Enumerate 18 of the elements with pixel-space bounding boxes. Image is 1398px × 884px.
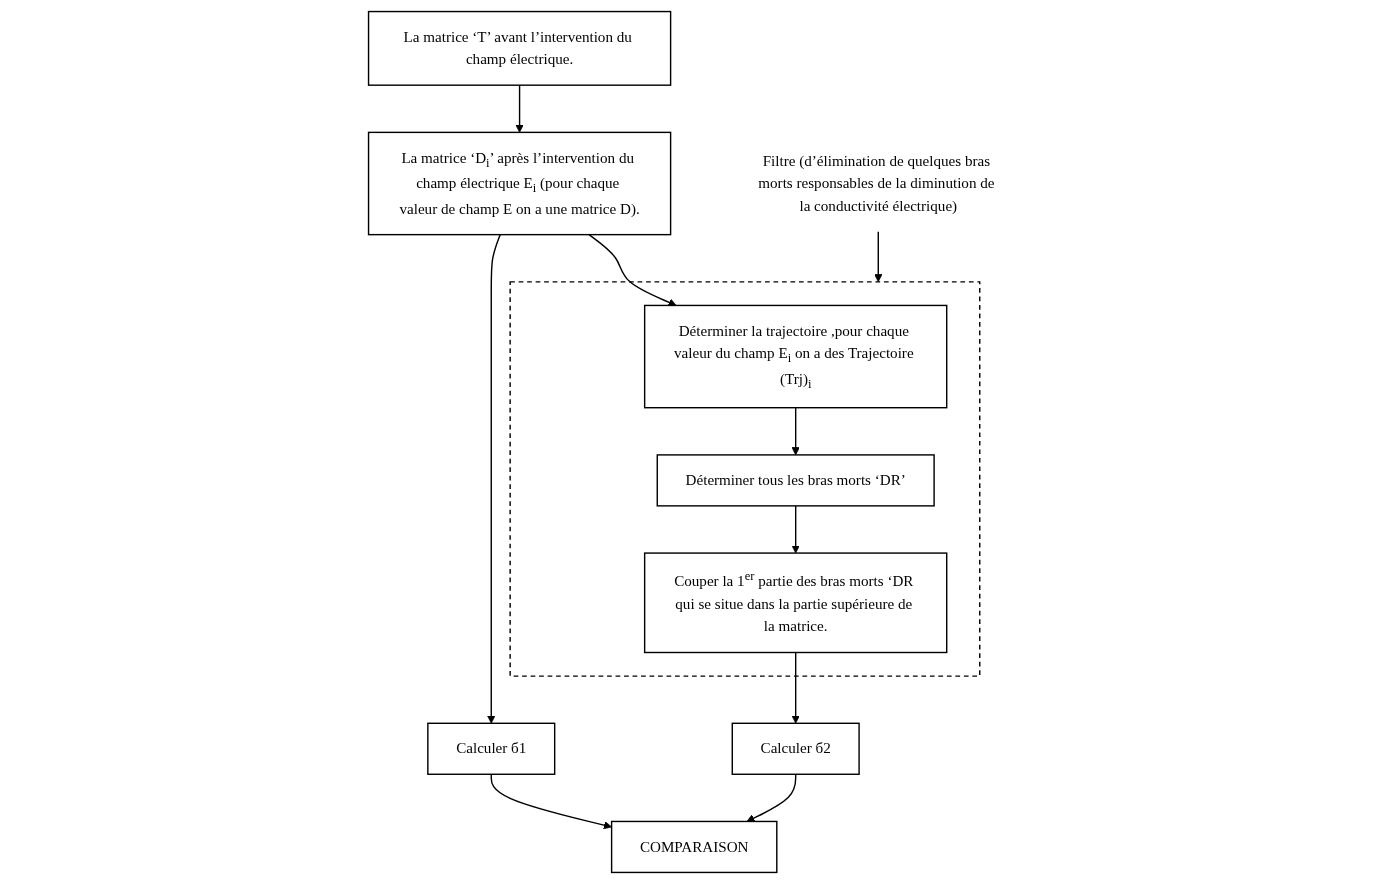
node-box: Couper la 1$^{er}$ partie des bras morts ‘DR qui se situe dans la partie supérieure de la matrice. bbox=[644, 552, 948, 654]
arrow bbox=[487, 233, 501, 724]
node-box: La matrice ‘T’ avant l’intervention du champ électrique. bbox=[367, 10, 672, 86]
node-box: Déterminer tous les bras morts ‘DR’ bbox=[656, 454, 935, 507]
arrow bbox=[588, 233, 677, 307]
node-text: Filtre (d’élimination de quelques bras morts responsables de la diminution de la conductivité électrique) bbox=[758, 152, 995, 214]
arrow bbox=[874, 230, 883, 283]
arrow bbox=[746, 773, 797, 822]
node-box: La matrice ‘D$_{i}$’ après l’intervention du champ électrique E$_{i}$ (pour chaque valeur de champ E on a une matrice D). bbox=[367, 131, 672, 236]
cluster bbox=[509, 281, 981, 677]
node-box: Calculer б1 bbox=[427, 722, 556, 775]
arrow bbox=[791, 651, 800, 724]
node-box: COMPARAISON bbox=[610, 820, 778, 874]
arrow bbox=[515, 84, 524, 133]
arrow bbox=[791, 407, 800, 456]
node-box: Déterminer la trajectoire ,pour chaque valeur du champ E$_{i}$ on a des Trajectoire (Trj)$_{i}$ bbox=[644, 304, 948, 409]
arrow bbox=[791, 505, 800, 554]
node-box: Calculer б2 bbox=[731, 722, 860, 775]
